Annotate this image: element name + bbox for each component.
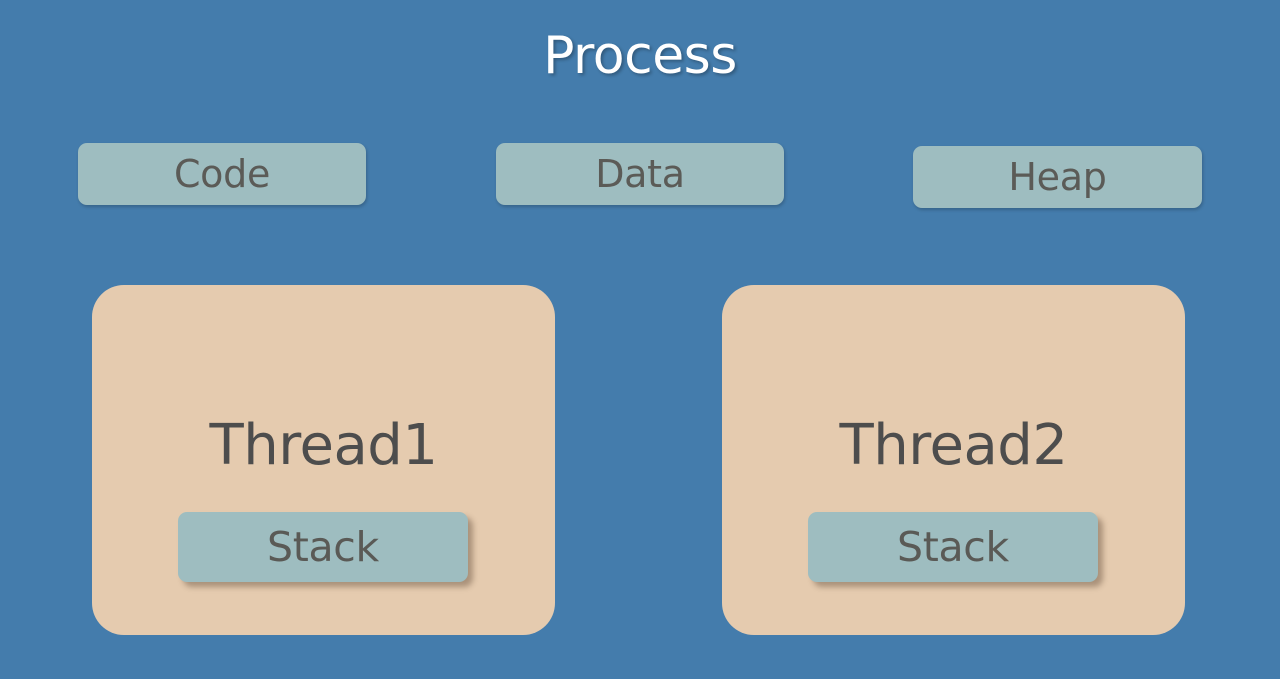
thread-label-2: Thread2 <box>839 413 1068 478</box>
segment-label-data: Data <box>595 152 685 196</box>
segment-label-heap: Heap <box>1008 155 1107 199</box>
stack-box-thread-1: Stack <box>178 512 468 582</box>
segment-box-code: Code <box>78 143 366 205</box>
segment-label-code: Code <box>173 152 271 196</box>
page-title: Process <box>543 26 737 86</box>
segment-box-data: Data <box>496 143 784 205</box>
stack-label-thread-2: Stack <box>896 522 1009 571</box>
segment-box-heap: Heap <box>913 146 1202 208</box>
thread-box-1: Thread1 Stack <box>92 285 555 635</box>
thread-box-2: Thread2 Stack <box>722 285 1185 635</box>
stack-label-thread-1: Stack <box>266 522 379 571</box>
stack-box-thread-2: Stack <box>808 512 1098 582</box>
thread-label-1: Thread1 <box>209 413 438 478</box>
